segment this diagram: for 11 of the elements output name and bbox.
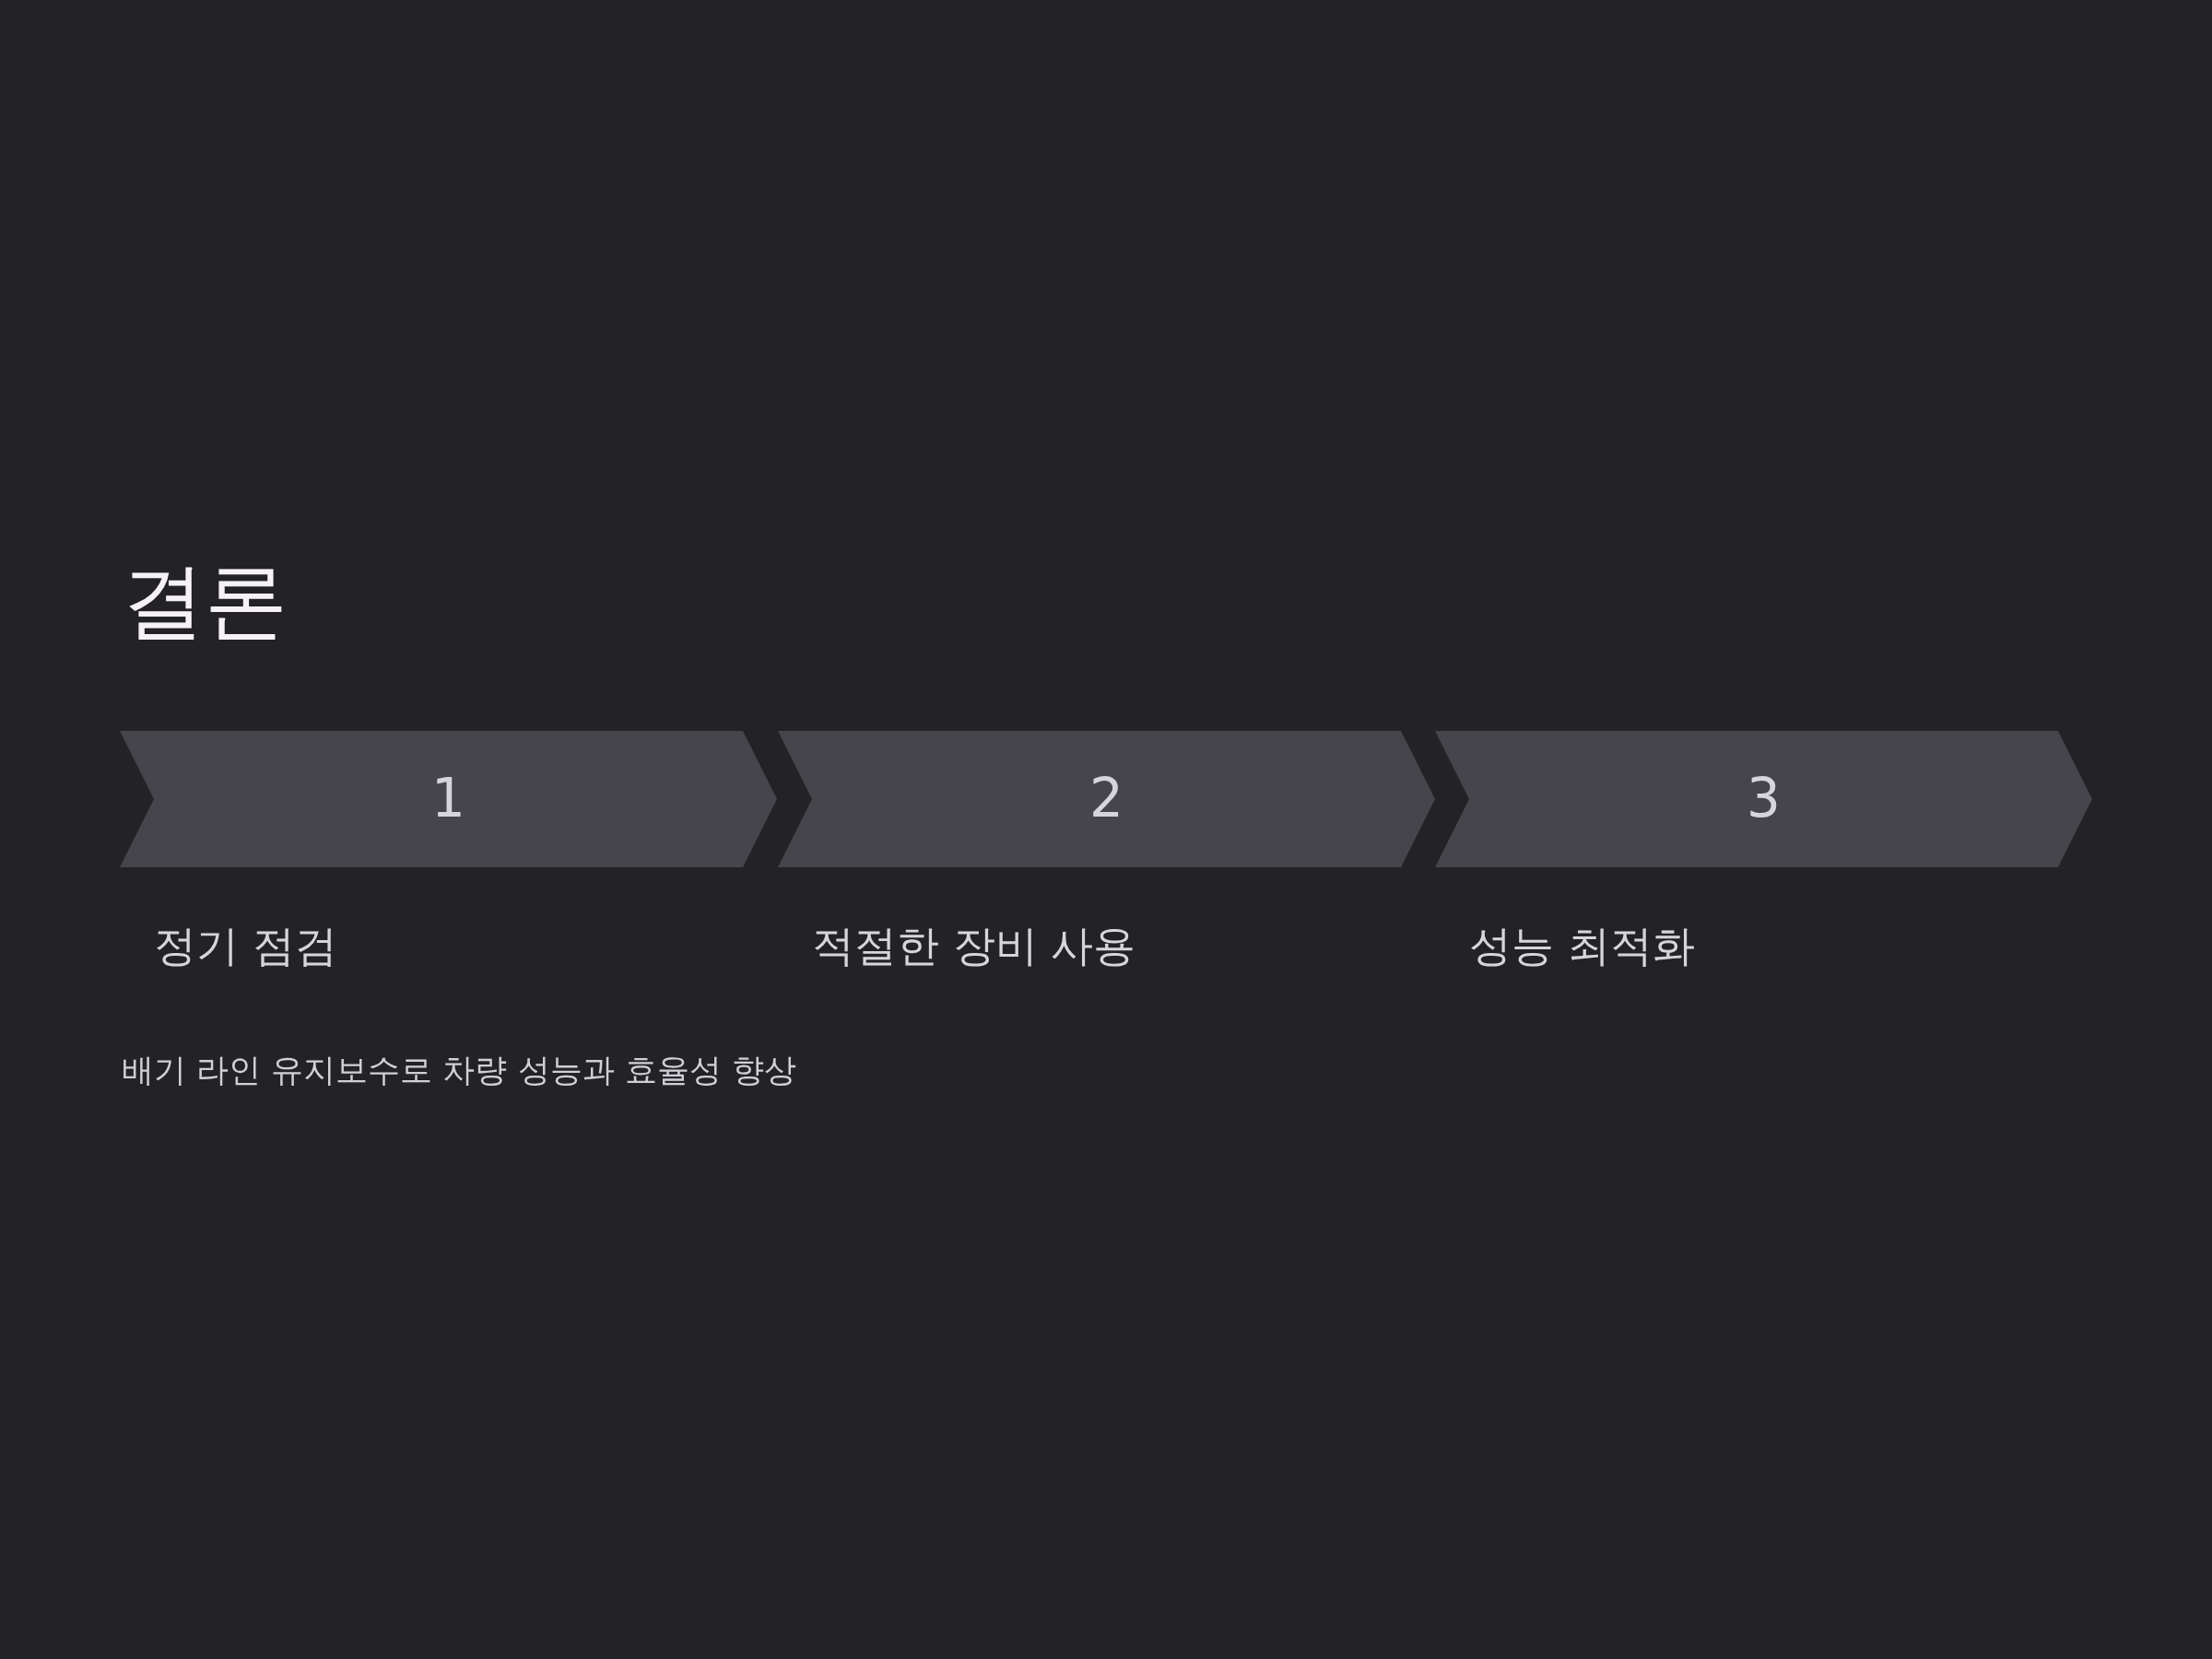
step-label: 적절한 장비 사용 <box>812 921 1136 972</box>
step-label: 정기 점검 <box>154 921 337 972</box>
step-number: 2 <box>1089 770 1124 829</box>
step-number: 1 <box>431 770 465 829</box>
chevron-step <box>778 731 1435 867</box>
step-number: 3 <box>1747 770 1781 829</box>
chevron-step <box>1435 731 2092 867</box>
summary-text: 배기 라인 유지보수로 차량 성능과 효율성 향상 <box>122 1051 796 1090</box>
slide-title: 결론 <box>122 551 288 651</box>
chevron-step <box>120 731 777 867</box>
step-label: 성능 최적화 <box>1469 921 1695 972</box>
